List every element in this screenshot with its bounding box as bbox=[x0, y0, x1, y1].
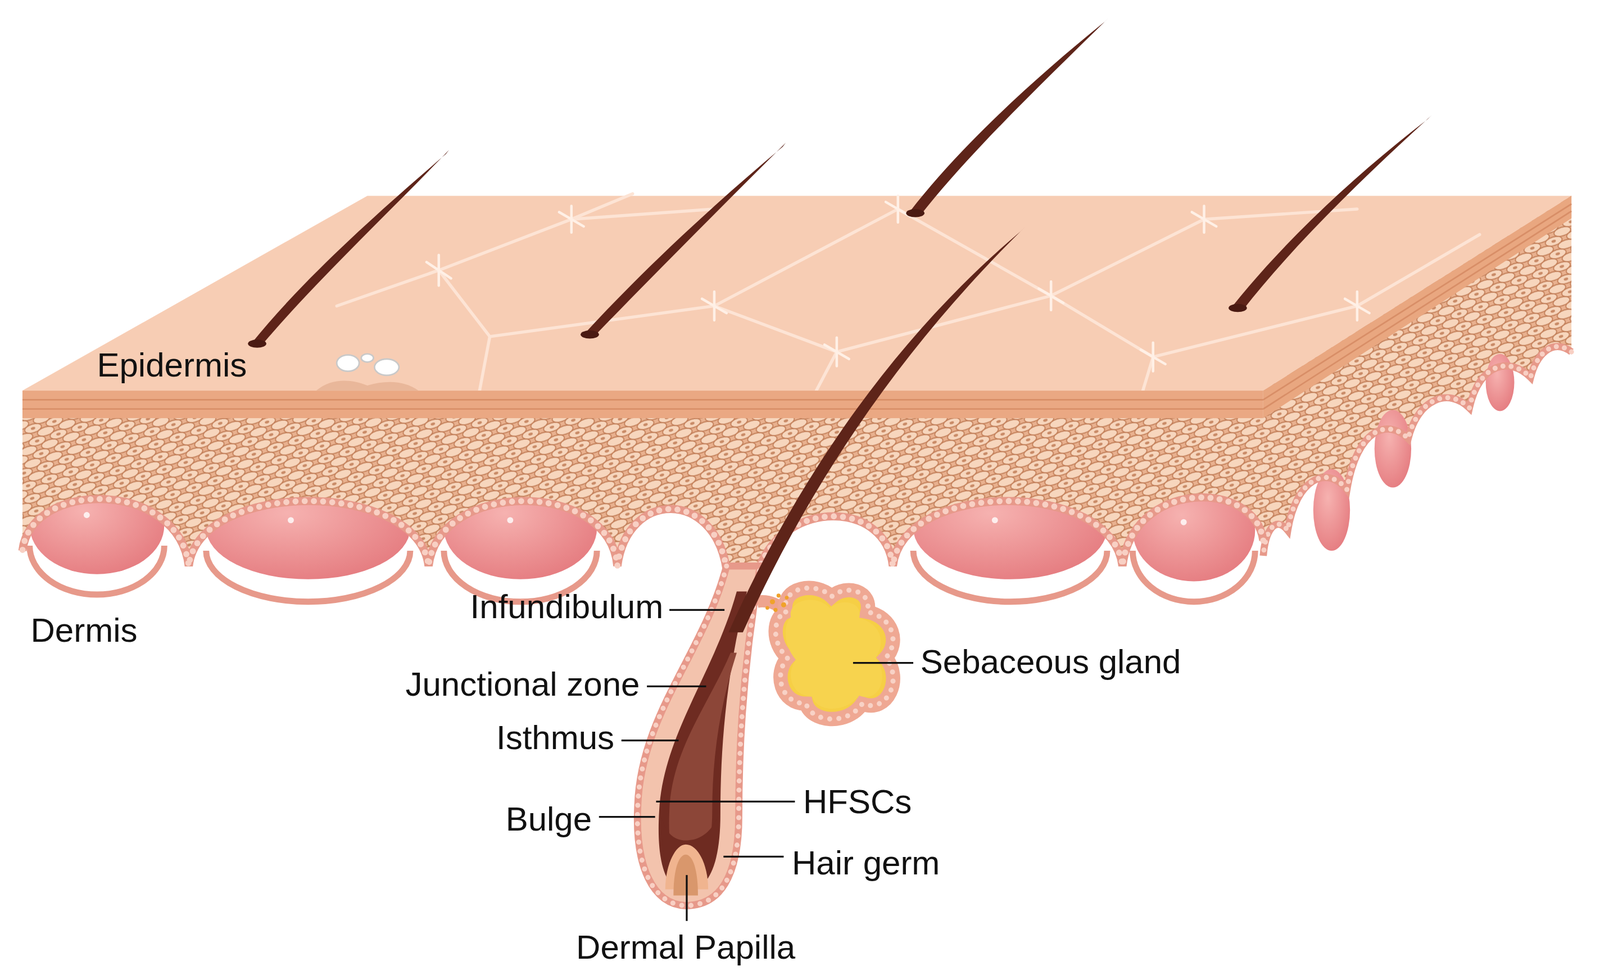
part-label: Infundibulum bbox=[470, 587, 664, 627]
part-label: HFSCs bbox=[803, 782, 912, 822]
part-label: Hair germ bbox=[791, 843, 940, 883]
part-label: Sebaceous gland bbox=[920, 642, 1182, 682]
part-label: Dermis bbox=[30, 610, 138, 650]
part-label: Dermal Papilla bbox=[576, 927, 796, 967]
part-label: Bulge bbox=[505, 799, 592, 839]
part-label: Isthmus bbox=[496, 718, 615, 758]
part-label: Epidermis bbox=[96, 345, 247, 385]
part-label: Junctional zone bbox=[405, 664, 640, 704]
